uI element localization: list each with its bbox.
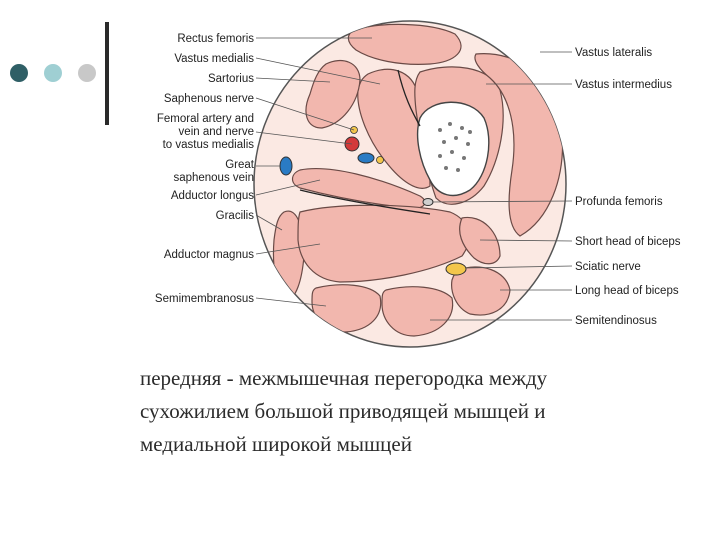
label-saphenous-nerve: Saphenous nerve: [164, 93, 254, 105]
muscle-semimembranosus: [311, 284, 382, 333]
slide-bullet-dots: [10, 64, 100, 84]
label-vastus-intermedius: Vastus intermedius: [575, 79, 672, 91]
great-saphenous-vein: [279, 156, 293, 176]
label-vastus-medialis: Vastus medialis: [174, 53, 254, 65]
label-adductor-longus: Adductor longus: [171, 190, 254, 202]
labels-right: Vastus lateralis Vastus intermedius Prof…: [575, 47, 681, 327]
caption-line-1: передняя - межмышечная перегородка между: [140, 366, 548, 390]
slide-accent-bar: [105, 22, 109, 125]
label-sartorius: Sartorius: [208, 73, 254, 85]
bullet-dot-dark: [10, 64, 28, 82]
label-profunda-femoris: Profunda femoris: [575, 196, 663, 208]
muscle-adductor-magnus: [297, 204, 470, 283]
caption-line-2: сухожилием большой приводящей мышцей и: [140, 399, 546, 423]
label-rectus-femoris: Rectus femoris: [177, 33, 254, 45]
femoral-vein: [357, 152, 375, 164]
label-adductor-magnus: Adductor magnus: [164, 249, 254, 261]
bone-marrow-dots: [438, 122, 472, 172]
bullet-dot-light: [44, 64, 62, 82]
label-femoral-line3: to vastus medialis: [163, 139, 255, 151]
labels-left: Rectus femoris Vastus medialis Sartorius…: [155, 33, 255, 305]
label-femoral-line1: Femoral artery and: [157, 113, 254, 125]
label-great-saphenous-line1: Great: [225, 159, 255, 171]
label-vastus-lateralis: Vastus lateralis: [575, 47, 652, 59]
label-long-head-biceps: Long head of biceps: [575, 285, 679, 297]
leader-lines-left: [255, 37, 381, 307]
label-short-head-biceps: Short head of biceps: [575, 236, 681, 248]
muscle-semitendinosus: [381, 286, 454, 337]
muscle-rectus-femoris: [347, 23, 462, 65]
caption-line-3: медиальной широкой мышцей: [140, 432, 412, 456]
bullet-dot-gray: [78, 64, 96, 82]
sciatic-nerve: [445, 262, 467, 276]
label-semitendinosus: Semitendinosus: [575, 315, 657, 327]
muscle-short-head-biceps: [459, 216, 501, 265]
label-semimembranosus: Semimembranosus: [155, 293, 254, 305]
femur-bone: [416, 101, 490, 197]
leader-lines-right: [430, 51, 573, 321]
muscle-long-head-biceps: [451, 266, 511, 316]
label-sciatic-nerve: Sciatic nerve: [575, 261, 641, 273]
nerve-to-vastus-medialis: [376, 156, 384, 164]
label-gracilis: Gracilis: [216, 210, 255, 222]
label-great-saphenous-line2: saphenous vein: [173, 172, 254, 184]
label-femoral-line2: vein and nerve: [179, 126, 254, 138]
intermuscular-septum: [299, 69, 431, 215]
thigh-cross-section-diagram: Rectus femoris Vastus medialis Sartorius…: [155, 20, 681, 348]
slide-caption: передняя - межмышечная перегородка между…: [140, 362, 700, 461]
muscle-sartorius: [305, 59, 361, 129]
profunda-femoris-vessel: [422, 198, 434, 206]
